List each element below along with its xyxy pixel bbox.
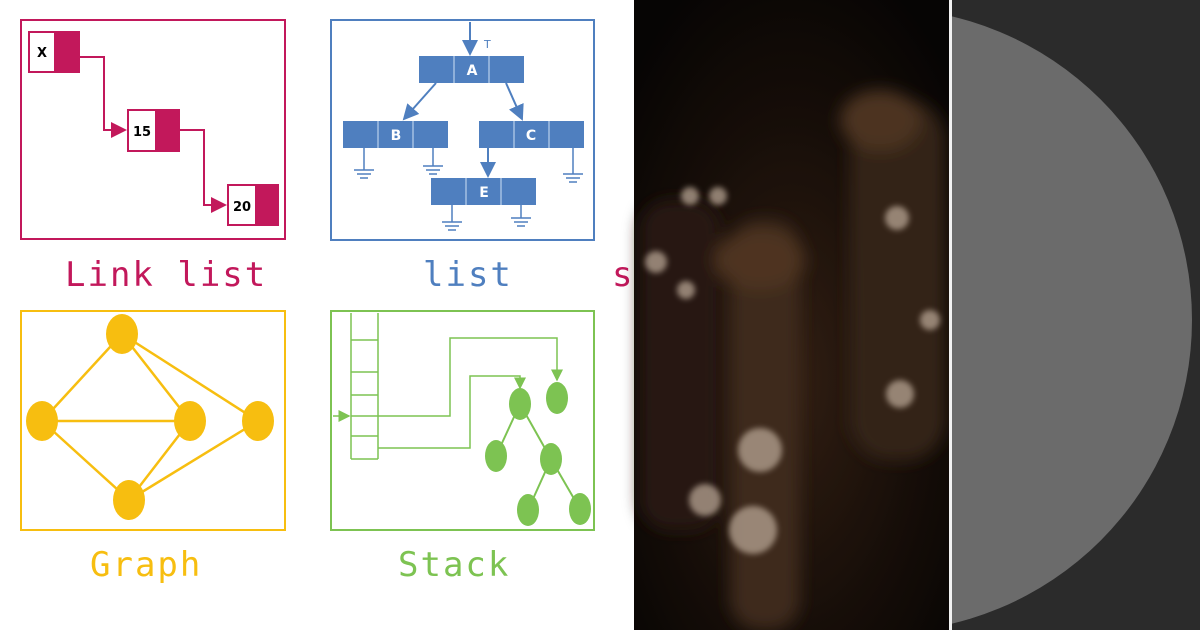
- tree-node-label: A: [467, 63, 478, 79]
- graph-vertex: [106, 314, 138, 354]
- linklist-node-label: 15: [133, 125, 151, 140]
- tree-caption: list: [423, 255, 513, 295]
- graph-vertex: [26, 401, 58, 441]
- stack-tree-node: [509, 388, 531, 420]
- linklist-node-20: 20: [227, 184, 279, 226]
- linklist-node-label: X: [37, 46, 47, 61]
- graph-vertex: [113, 480, 145, 520]
- stack-tree-node: [485, 440, 507, 472]
- tree-node-label: C: [526, 128, 536, 144]
- tree-null-ground: [423, 148, 443, 174]
- tree-edge: [506, 83, 522, 119]
- stack-tree-node: [569, 493, 591, 525]
- stack-diagram: [331, 311, 594, 530]
- stack-frame: [331, 311, 594, 530]
- graph-diagram: [21, 311, 285, 530]
- tree-top-marker: T: [483, 38, 491, 51]
- stack-tree-node: [540, 443, 562, 475]
- graph-vertex: [242, 401, 274, 441]
- graph-edge: [42, 421, 129, 500]
- tree-edge: [404, 83, 436, 119]
- tree-node-c: C: [479, 121, 584, 148]
- stack-caption: Stack: [398, 545, 510, 585]
- tree-null-ground: [442, 205, 462, 230]
- stack-tree-node: [517, 494, 539, 526]
- chess-bokeh-photo: [634, 0, 949, 630]
- tree-node-b: B: [343, 121, 448, 148]
- graph-caption: Graph: [90, 545, 202, 585]
- linklist-caption: Link list: [65, 255, 267, 295]
- linklist-node-15: 15: [127, 109, 180, 152]
- tree-null-ground: [563, 148, 583, 182]
- stack-tree-node: [546, 382, 568, 414]
- stack-cells: [351, 313, 378, 459]
- graph-vertex: [174, 401, 206, 441]
- tree-null-ground: [511, 205, 531, 226]
- linklist-diagram: X 15 20: [21, 20, 285, 239]
- linklist-pointer-arrow: [80, 57, 125, 130]
- linklist-node-label: 20: [233, 200, 251, 215]
- stack-pointer-arrow: [378, 376, 520, 448]
- linklist-pointer-arrow: [180, 130, 225, 205]
- tree-null-ground: [354, 148, 374, 178]
- linklist-node-x: X: [28, 31, 80, 73]
- cut-off-caption: s: [612, 255, 634, 295]
- tree-node-label: E: [479, 185, 489, 201]
- tree-node-label: B: [391, 128, 402, 144]
- tree-diagram: T A B C E: [331, 20, 594, 240]
- tree-node-a: A: [419, 56, 524, 83]
- tree-node-e: E: [431, 178, 536, 205]
